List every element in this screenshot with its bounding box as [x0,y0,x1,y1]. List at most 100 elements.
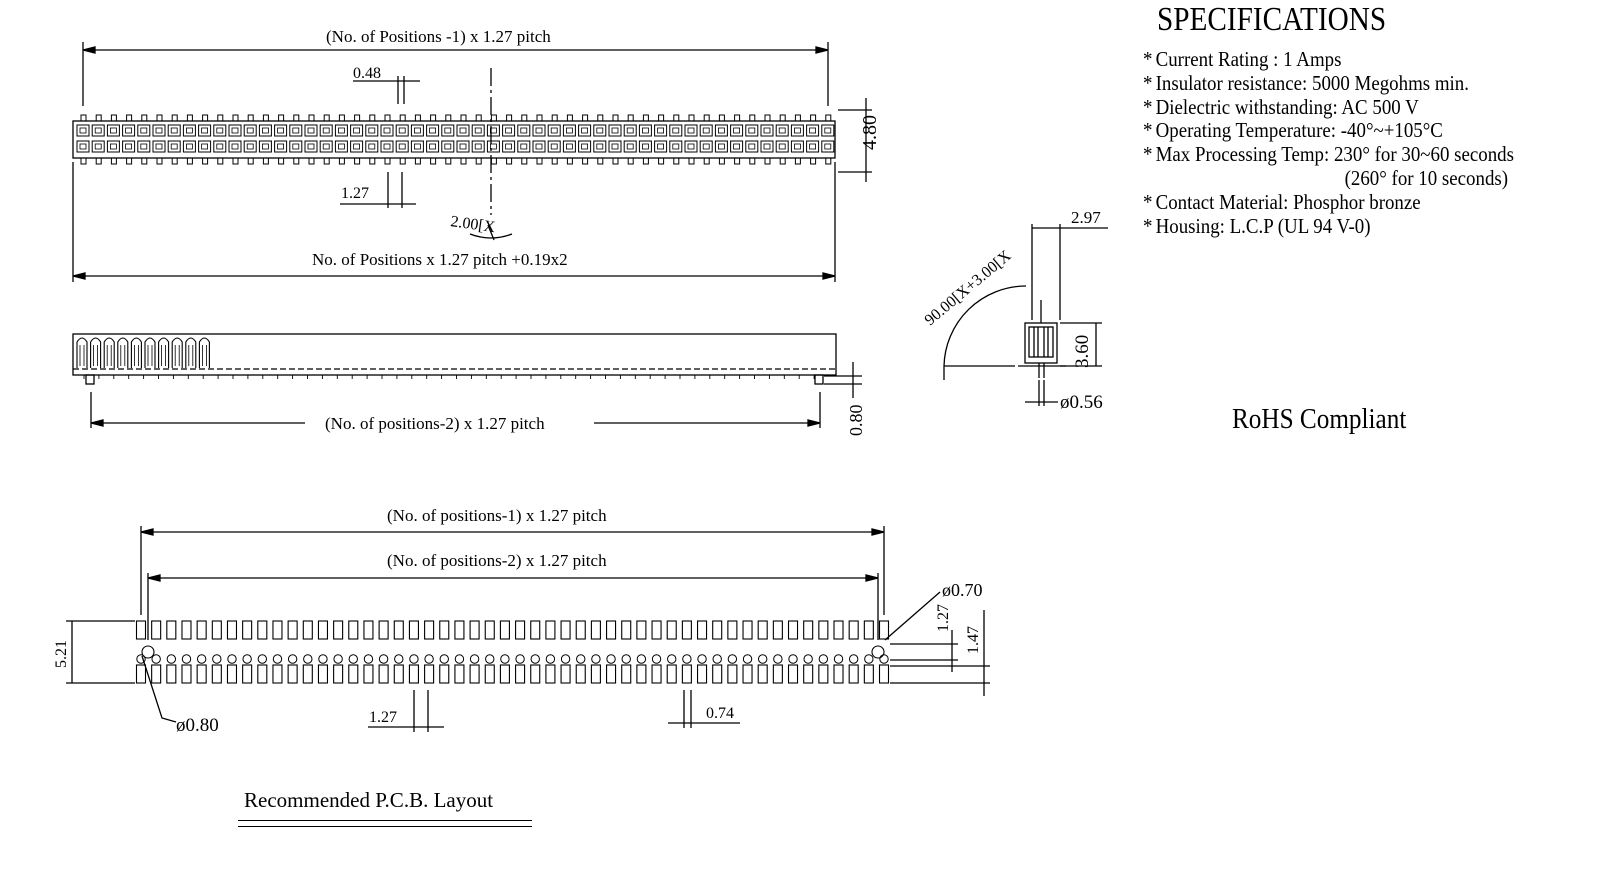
top-view [72,42,872,282]
contact-cavity [517,140,531,153]
contact-cavities [76,124,835,153]
contact-tab [794,114,801,122]
contact-cavity-inner [94,143,102,150]
contact-cavity-inner [672,143,680,150]
pcb-pad [651,620,662,640]
pcb-pad [454,620,465,640]
contact-tab [308,157,315,165]
contact-tab [338,157,345,165]
contact-tab [597,157,604,165]
contact-tab [475,157,482,165]
pcb-hole [303,654,313,664]
pcb-pad [226,620,238,640]
contact-tab [642,114,649,122]
pcb-pad [135,664,147,684]
pcb-pad [606,664,617,684]
contact-cavity-inner [231,143,239,150]
contact-cavity-inner [413,143,421,150]
side-contact [117,337,129,368]
pcb-pad [742,620,753,640]
pcb-hole [363,654,374,664]
contact-cavity [76,140,90,153]
pcb-pad [863,664,874,684]
pcb-pad [469,664,480,684]
spec-text: Insulator resistance: 5000 Megohms min. [1155,70,1469,95]
contact-tab [703,114,710,122]
spec-text: Operating Temperature: -40°~+105°C [1155,118,1443,143]
contact-cavity-inner [505,127,513,134]
contact-cavity [137,124,151,137]
contact-tab [186,157,193,165]
contact-tab [247,157,254,165]
contact-cavity [167,140,181,153]
contact-cavity-inner [155,127,163,134]
pcb-hole [788,654,798,664]
pcb-hole [439,654,449,664]
pcb-pad [499,620,510,640]
pcb-hole [773,654,783,664]
contact-tab [521,114,528,122]
pcb-hole [879,654,889,664]
contact-cavity-inner [474,143,482,150]
dimension-080-side: 0.80 [846,405,866,437]
contact-cavity-inner [535,143,543,150]
contact-cavity-inner [520,143,528,150]
contact-tab [688,157,695,165]
contact-tab [490,157,497,165]
contact-cavity-inner [292,143,300,150]
pcb-pad [681,664,692,684]
pcb-pad [636,620,647,640]
pcb-locating-hole [141,645,155,659]
contact-cavity [608,124,622,137]
pcb-hole [530,654,540,664]
contact-tab [202,157,209,165]
contact-cavity-inner [763,143,771,150]
bullet: * [1143,142,1153,167]
contact-cavity-inner [474,127,482,134]
contact-cavity [638,124,652,137]
pcb-pad [348,620,359,640]
pcb-pad [712,664,723,684]
contact-tab [627,114,634,122]
contact-cavity-inner [566,143,573,150]
dimension-480: 4.80 [859,115,881,150]
contact-cavity-inner [657,143,664,150]
contact-cavity-inner [550,143,558,150]
contact-cavity [380,124,394,137]
pcb-pad [439,620,450,640]
contact-tab [521,157,528,165]
pcb-pad [803,620,814,640]
spec-item: *Current Rating : 1 Amps [1143,47,1548,72]
contact-tab [126,157,133,165]
contact-cavity [334,140,348,153]
contact-tab [642,157,649,165]
contact-tab [810,114,817,122]
contact-cavity [714,124,728,137]
pcb-hole [485,654,495,664]
contact-cavity [319,140,333,153]
contact-tab [673,114,680,122]
contact-cavity [106,140,120,153]
contact-tab [384,157,391,165]
pcb-pad [257,620,268,640]
contact-cavity-inner [155,143,163,150]
contact-cavity [669,124,683,137]
pcb-pad [408,664,419,684]
pcb-pad [287,620,298,640]
dimension-angle-top: 2.00[X [449,213,496,236]
contact-cavity-inner [246,143,254,150]
contact-cavity-inner [459,127,467,134]
contact-tabs [80,114,832,165]
contact-cavity-inner [307,127,315,134]
pcb-pad [378,620,389,640]
contact-cavity [213,124,227,137]
pcb-pad [590,620,601,640]
dimension-048: 0.48 [353,65,381,82]
contact-cavity [380,140,394,153]
contact-tab [293,114,300,122]
contact-cavity [319,124,333,137]
contact-cavity-inner [79,127,87,134]
pcb-hole [196,654,207,664]
contact-tab [141,157,148,165]
contact-tab [186,114,193,122]
